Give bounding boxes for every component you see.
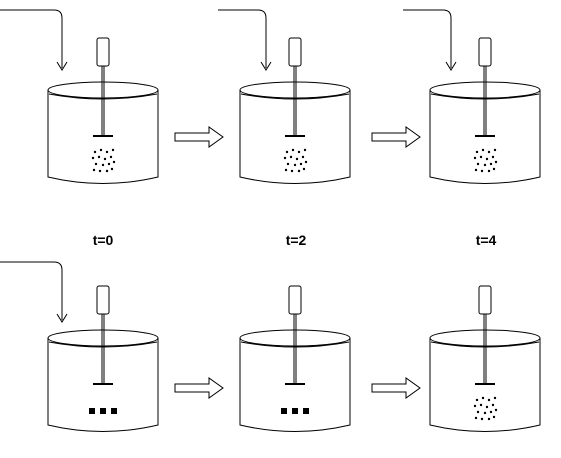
feed-arrow xyxy=(0,261,63,320)
particles-cluster xyxy=(91,148,116,173)
time-label-t0: t=0 xyxy=(92,232,114,248)
vessel-row1-col3 xyxy=(403,9,541,184)
transfer-arrow-row1-a xyxy=(174,126,224,148)
particles-cluster xyxy=(473,148,498,173)
time-label-t4: t=4 xyxy=(475,232,497,248)
particles-cluster xyxy=(473,396,498,421)
particles-cluster xyxy=(283,148,308,173)
feed-arrow xyxy=(0,9,63,68)
vessel-row1-col1 xyxy=(0,9,159,184)
transfer-arrow-row1-b xyxy=(371,126,421,148)
transfer-arrow-row2-b xyxy=(371,377,421,399)
vessel-row1-col2 xyxy=(218,9,351,184)
vessel-row2-col1 xyxy=(0,261,159,432)
feed-arrow xyxy=(403,9,452,68)
three-blocks xyxy=(281,408,309,414)
vessel-row2-col3 xyxy=(429,285,541,432)
vessel-row2-col2 xyxy=(239,285,351,432)
feed-arrow xyxy=(218,9,267,68)
transfer-arrow-row2-a xyxy=(174,377,224,399)
time-label-t2: t=2 xyxy=(285,232,307,248)
three-blocks xyxy=(89,408,117,414)
